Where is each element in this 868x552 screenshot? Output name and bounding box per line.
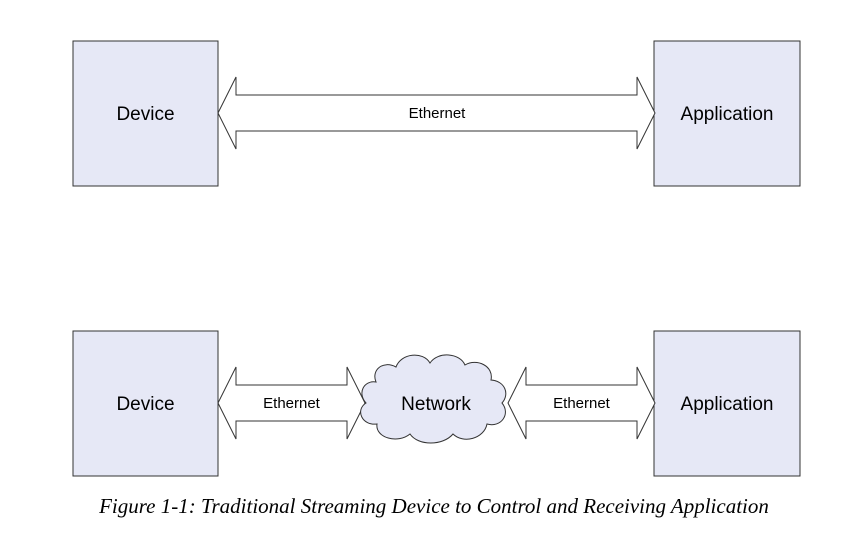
figure-caption: Figure 1-1: Traditional Streaming Device… xyxy=(99,494,769,518)
bottom-right-ethernet-arrow xyxy=(507,366,656,440)
network-label: Network xyxy=(401,394,471,415)
bottom-right-ethernet-label: Ethernet xyxy=(553,395,611,412)
top-device-box xyxy=(72,40,219,187)
bottom-device-box xyxy=(72,330,219,477)
bottom-row: Device Application Ethernet Ethernet Net… xyxy=(72,330,801,477)
bottom-left-ethernet-arrow xyxy=(217,366,366,440)
top-application-box xyxy=(653,40,801,187)
bottom-application-label: Application xyxy=(681,394,774,415)
bottom-application-box xyxy=(653,330,801,477)
top-row: Device Application Ethernet xyxy=(72,40,801,187)
network-cloud-icon xyxy=(360,354,507,444)
top-application-label: Application xyxy=(681,104,774,125)
bottom-left-ethernet-label: Ethernet xyxy=(263,395,321,412)
top-ethernet-label: Ethernet xyxy=(409,105,467,122)
top-ethernet-arrow xyxy=(217,76,656,150)
top-device-label: Device xyxy=(116,104,174,125)
bottom-device-label: Device xyxy=(116,394,174,415)
